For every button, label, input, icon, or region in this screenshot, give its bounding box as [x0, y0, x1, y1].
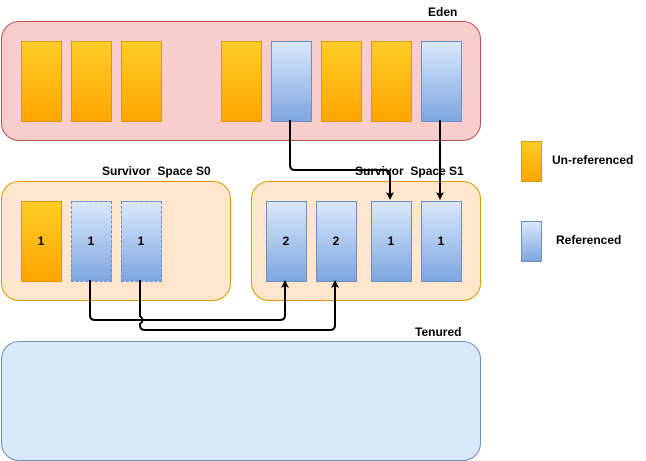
- object-age: 1: [137, 234, 145, 248]
- eden-object-referenced: [270, 40, 312, 122]
- survivor-s0-label: Survivor Space S0: [102, 164, 211, 178]
- survivor-s1-label: Survivor Space S1: [355, 164, 464, 178]
- legend-swatch-referenced: [520, 220, 542, 262]
- eden-object: [370, 40, 412, 122]
- eden-object: [320, 40, 362, 122]
- object-age: 1: [37, 234, 45, 248]
- s1-object: 1: [370, 200, 412, 282]
- eden-object: [70, 40, 112, 122]
- object-age: 2: [282, 234, 290, 248]
- object-age: 1: [437, 234, 445, 248]
- legend-label-unreferenced: Un-referenced: [552, 153, 634, 167]
- s0-object: 1: [20, 200, 62, 282]
- eden-object: [120, 40, 162, 122]
- s1-object: 2: [315, 200, 357, 282]
- eden-object: [20, 40, 62, 122]
- tenured-label: Tenured: [415, 325, 462, 339]
- eden-object-referenced: [420, 40, 462, 122]
- s0-object-moved: 1: [120, 200, 162, 282]
- s0-object-moved: 1: [70, 200, 112, 282]
- object-age: 2: [332, 234, 340, 248]
- legend-label-referenced: Referenced: [556, 233, 622, 247]
- eden-label: Eden: [428, 5, 458, 19]
- object-age: 1: [87, 234, 95, 248]
- s1-object: 1: [420, 200, 462, 282]
- tenured-region: [0, 340, 481, 461]
- object-age: 1: [387, 234, 395, 248]
- legend-swatch-unreferenced: [520, 140, 542, 182]
- eden-object: [220, 40, 262, 122]
- s1-object: 2: [265, 200, 307, 282]
